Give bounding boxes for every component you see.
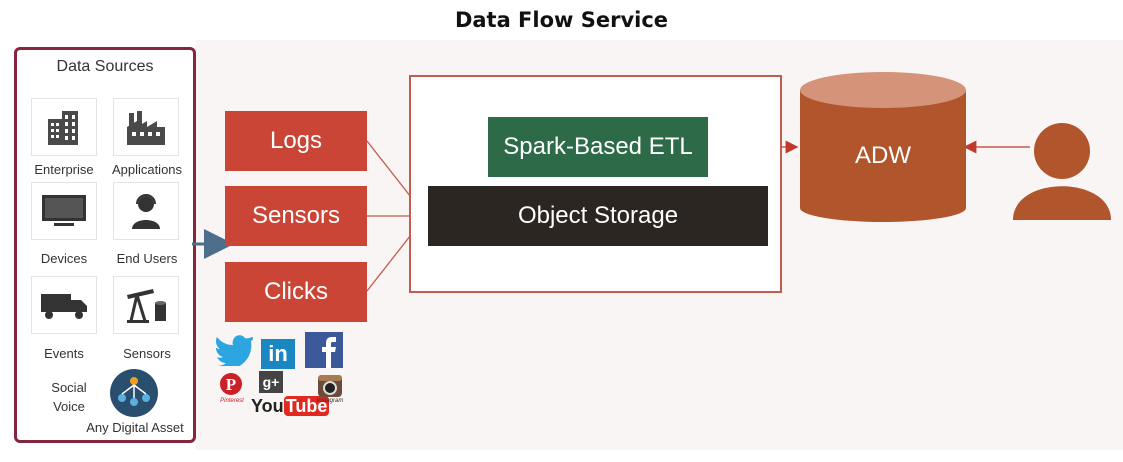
logs-box: Logs [225,111,367,171]
object-storage-box: Object Storage [428,186,768,246]
factory-icon [127,111,165,145]
end-users-label: End Users [116,251,178,266]
social-voice-label: Social Voice [51,380,87,414]
linkedin-icon: in [261,339,295,369]
sensors-box: Sensors [225,186,367,246]
enterprise-tile [31,98,97,156]
svg-text:P: P [226,375,236,394]
devices-label: Devices [40,251,88,266]
building-icon [48,111,78,145]
instagram-label: Instagram [316,398,344,404]
end-users-tile [113,182,179,240]
monitor-icon [42,195,86,226]
adw-label: ADW [855,142,911,169]
facebook-icon [305,332,343,368]
events-label: Events [44,346,84,361]
adw-database-icon [800,72,966,222]
youtube-you-text: You [251,396,284,416]
any-digital-asset-label: Any Digital Asset [86,420,184,435]
pinterest-label: Pinterest [220,398,244,404]
diagram-title: Data Flow Service [454,8,669,32]
spark-etl-box: Spark-Based ETL [488,117,708,177]
applications-tile [113,98,179,156]
sensors-tile [113,276,179,334]
sensors-source-label: Sensors [123,346,171,361]
headset-user-icon [132,194,160,229]
pinterest-icon: P [220,373,242,395]
devices-tile [31,182,97,240]
oil-pump-icon [127,289,166,323]
data-flow-frame [409,75,782,293]
events-tile [31,276,97,334]
applications-label: Applications [111,162,183,177]
enterprise-label: Enterprise [34,162,94,177]
user-icon [1013,123,1111,220]
truck-icon [41,294,87,319]
google-plus-icon: g+ [259,371,283,393]
clicks-box: Clicks [225,262,367,322]
twitter-icon [215,335,254,366]
instagram-icon [318,375,342,397]
data-sources-title: Data Sources [56,58,154,75]
digital-asset-icon [110,369,158,417]
data-sources-panel: Data Sources Enterprise [14,47,196,443]
youtube-tube-text: Tube [283,396,330,416]
